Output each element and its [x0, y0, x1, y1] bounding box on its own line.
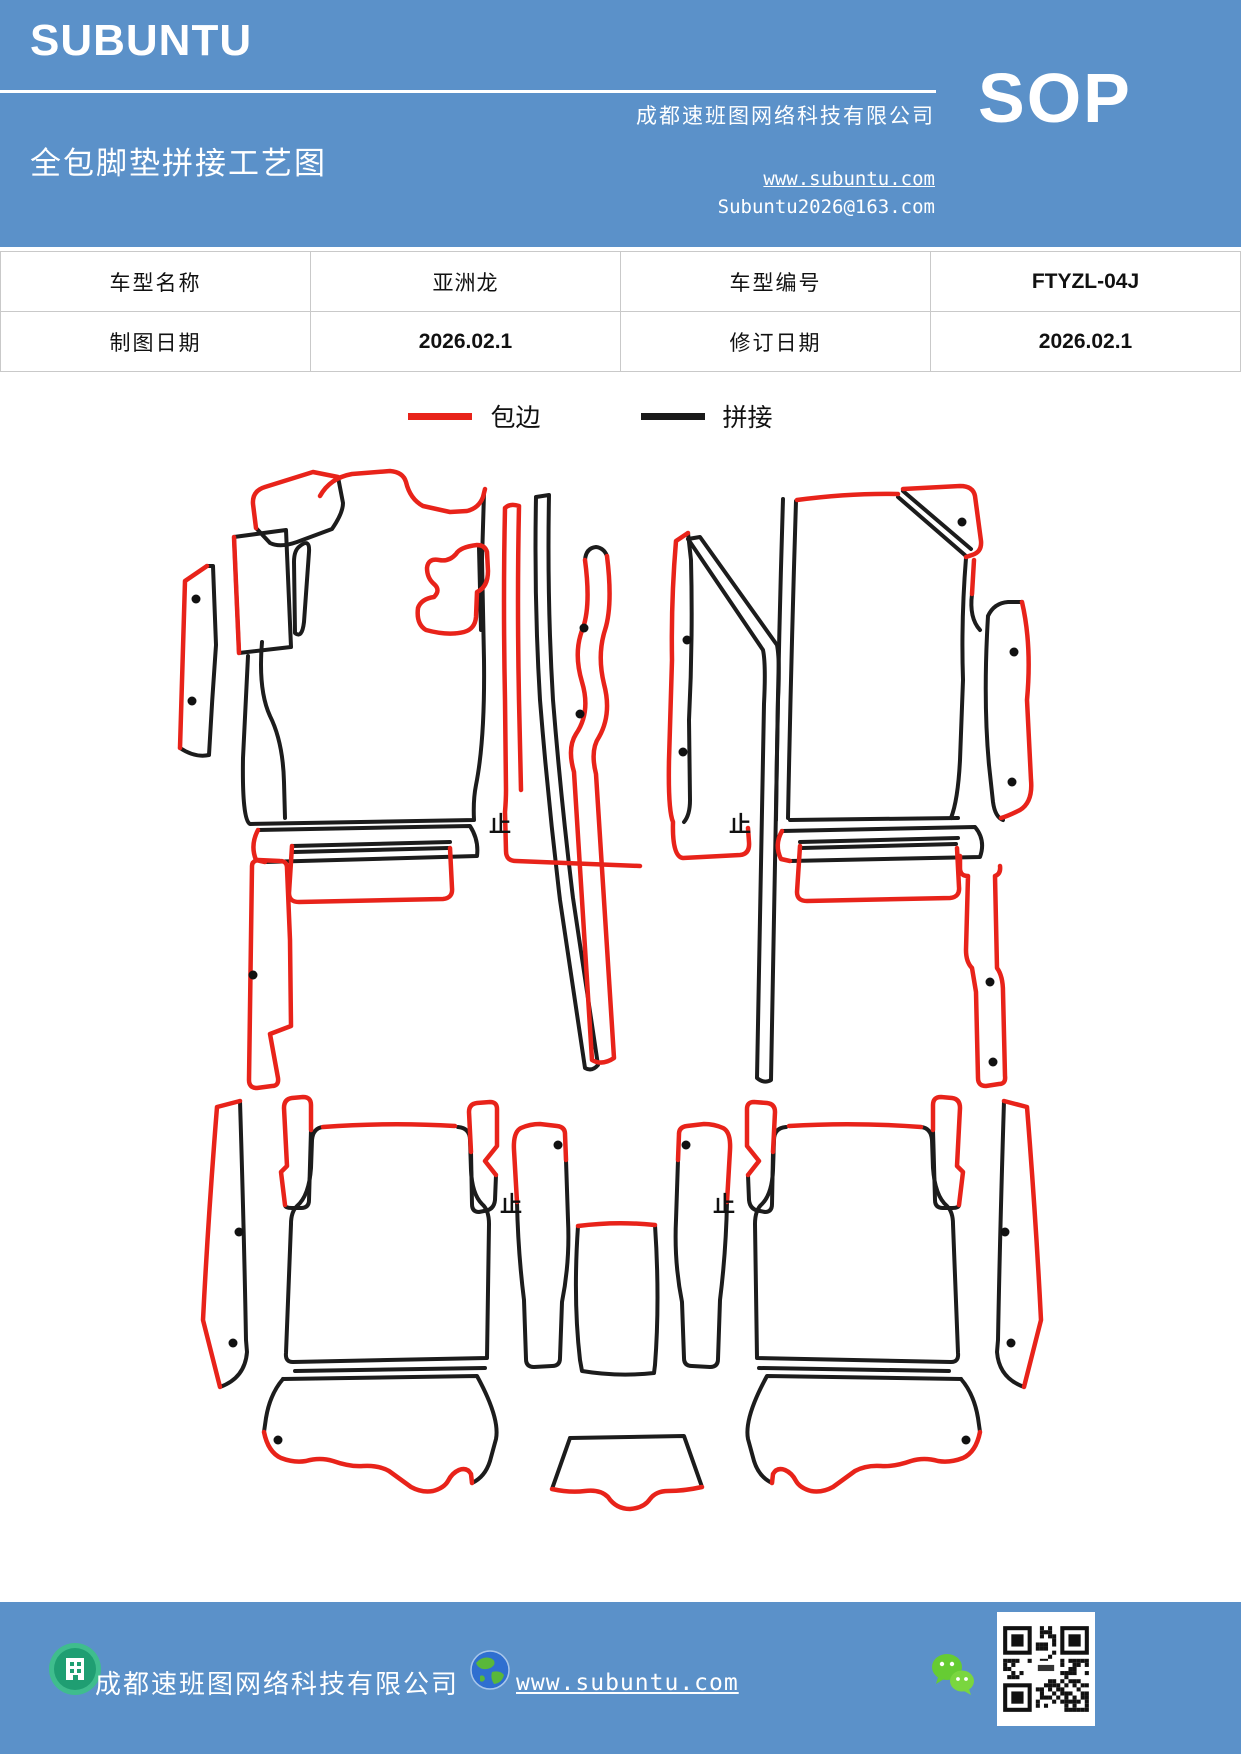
- seam-swatch: [640, 412, 705, 420]
- company-name: 成都速班图网络科技有限公司: [636, 104, 935, 128]
- table-row: 车型名称 亚洲龙 车型编号 FTYZL-04J: [0, 251, 1241, 312]
- stop-marker: 止: [500, 1192, 522, 1218]
- table-row: 制图日期 2026.02.1 修订日期 2026.02.1: [0, 311, 1241, 372]
- header-divider-line: [0, 90, 936, 93]
- rear-mat-right-half: [676, 1097, 1041, 1492]
- stop-marker: 止: [713, 1192, 735, 1218]
- brand-logo: SUBUNTU: [30, 16, 253, 65]
- globe-icon: [470, 1650, 510, 1690]
- model-code-value: FTYZL-04J: [930, 251, 1241, 312]
- website-link[interactable]: www.subuntu.com: [763, 168, 935, 190]
- draw-date-value: 2026.02.1: [310, 311, 621, 372]
- mat-diagram: 止 止 止 止: [177, 468, 1241, 1512]
- rear-mat-left-half: [200, 1094, 571, 1494]
- stop-marker: 止: [489, 812, 511, 838]
- front-right-mat-group: [666, 483, 1034, 1089]
- rear-center-pieces: [549, 1220, 705, 1512]
- seam-label: 拼接: [722, 403, 773, 432]
- qr-code: [1003, 1619, 1089, 1719]
- wechat-icon: [932, 1654, 974, 1695]
- qr-code-panel: [997, 1612, 1095, 1726]
- footer-company-name: 成都速班图网络科技有限公司: [95, 1670, 460, 1700]
- edge-wrap-swatch: [408, 412, 473, 420]
- sop-label: SOP: [978, 59, 1132, 137]
- page-title: 全包脚垫拼接工艺图: [30, 146, 327, 182]
- vehicle-info-table: 车型名称 亚洲龙 车型编号 FTYZL-04J 制图日期 2026.02.1 修…: [0, 251, 1241, 372]
- revise-date-value: 2026.02.1: [930, 311, 1241, 372]
- footer-banner: 成都速班图网络科技有限公司 www.subuntu.com: [0, 1602, 1241, 1754]
- header-banner: SUBUNTU 全包脚垫拼接工艺图 成都速班图网络科技有限公司 www.subu…: [0, 0, 1241, 247]
- revise-date-label: 修订日期: [620, 311, 931, 372]
- email-link[interactable]: Subuntu2026@163.com: [717, 196, 935, 218]
- model-code-label: 车型编号: [620, 251, 931, 312]
- stop-marker: 止: [729, 812, 751, 838]
- model-name-label: 车型名称: [0, 251, 311, 312]
- footer-website-link[interactable]: www.subuntu.com: [516, 1670, 739, 1696]
- legend: 包边 拼接: [0, 398, 1241, 434]
- edge-wrap-label: 包边: [490, 403, 541, 432]
- draw-date-label: 制图日期: [0, 311, 311, 372]
- front-left-mat-group: [177, 468, 643, 1091]
- model-name-value: 亚洲龙: [310, 251, 621, 312]
- building-icon: [49, 1643, 101, 1695]
